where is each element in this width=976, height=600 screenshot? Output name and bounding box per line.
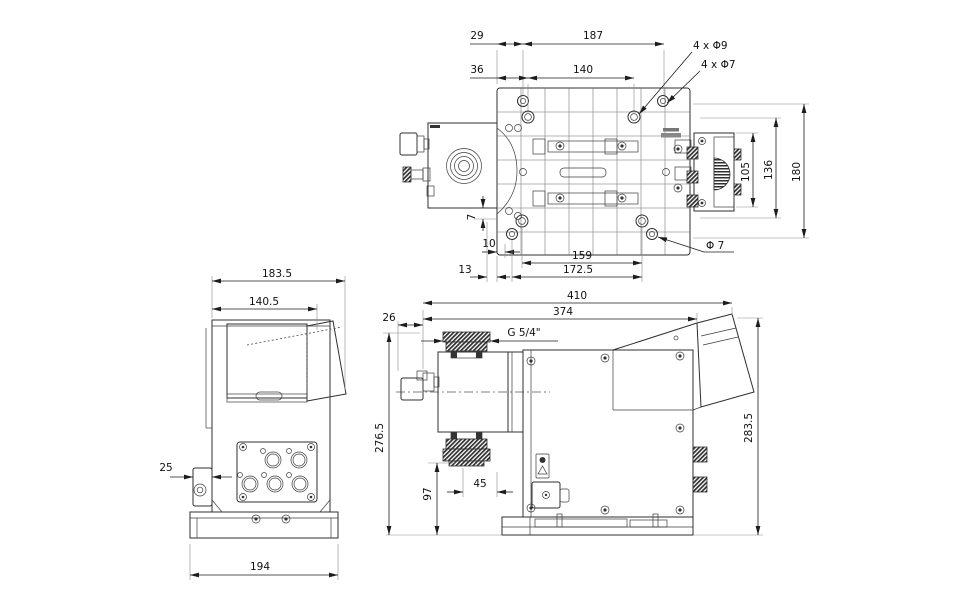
suction-fitting <box>445 438 488 450</box>
dim-label-29: 29 <box>470 30 483 42</box>
dim-194: 194 <box>189 544 339 580</box>
dim-140: 140 <box>528 64 635 111</box>
cable-gland-side <box>400 370 440 401</box>
dim-136: 136 <box>700 117 781 219</box>
callout-4xdia7: 4 x Φ7 <box>666 59 736 104</box>
dosing-head-side <box>437 331 524 467</box>
callout-label-4xdia7: 4 x Φ7 <box>701 59 736 71</box>
callout-label-dia7: Φ 7 <box>706 240 724 252</box>
logo-mark <box>661 128 681 138</box>
dim-159: 159 <box>521 228 643 282</box>
dim-label-36: 36 <box>470 64 484 76</box>
pump-body-side <box>522 349 708 518</box>
dim-7: 7 <box>466 196 497 231</box>
side-bracket <box>192 467 213 507</box>
dim-label-97: 97 <box>422 487 434 500</box>
dim-label-410: 410 <box>567 290 587 302</box>
dim-label-13: 13 <box>458 264 471 276</box>
connector-panel <box>236 441 318 524</box>
dim-172_5: 172.5 <box>511 240 642 282</box>
callout-dia7: Φ 7 <box>657 236 734 253</box>
dim-label-7: 7 <box>466 214 478 221</box>
dim-label-25: 25 <box>159 462 172 474</box>
rear-body <box>189 319 339 539</box>
dim-105: 105 <box>736 132 758 208</box>
dim-374: 374 <box>423 306 698 322</box>
dosing-head-top <box>399 122 498 209</box>
base-plate-side <box>501 513 694 536</box>
dim-183_5: 183.5 <box>211 268 346 390</box>
dim-label-276_5: 276.5 <box>374 423 386 453</box>
dim-label-136: 136 <box>763 160 775 180</box>
dim-140_5: 140.5 <box>212 296 318 330</box>
dim-13: 13 <box>458 222 510 282</box>
dim-26: 26 <box>382 312 423 371</box>
connector-tab <box>692 446 708 463</box>
dim-36: 36 <box>470 64 529 111</box>
dim-45: 45 <box>447 468 513 497</box>
side-view: 410 374 26 G 5/4" 276.5 97 <box>374 290 763 536</box>
warning-label <box>535 453 550 479</box>
callout-label-4xdia9: 4 x Φ9 <box>693 40 728 52</box>
display-unit-side <box>612 313 755 411</box>
mounting-holes <box>505 95 669 240</box>
dim-410: 410 <box>422 290 733 369</box>
display-housing-rear <box>226 320 347 403</box>
top-view: 29 187 36 140 4 x Φ9 4 x Φ7 <box>399 30 809 282</box>
dim-label-374: 374 <box>553 306 573 318</box>
dim-label-172_5: 172.5 <box>563 264 593 276</box>
warning-triangle-icon <box>537 465 548 475</box>
dim-label-10: 10 <box>482 238 495 250</box>
dim-187: 187 <box>523 30 665 95</box>
dim-label-283_5: 283.5 <box>743 413 755 443</box>
dim-25: 25 <box>159 462 232 480</box>
dim-label-thread: G 5/4" <box>507 327 540 339</box>
control-unit-top <box>674 132 742 212</box>
dim-29: 29 <box>470 30 524 95</box>
dim-276_5: 276.5 <box>374 332 502 536</box>
callout-4xdia9: 4 x Φ9 <box>638 40 728 115</box>
dim-180: 180 <box>693 103 809 239</box>
discharge-fitting <box>442 331 491 343</box>
baseplate <box>496 87 691 256</box>
dim-label-26: 26 <box>382 312 396 324</box>
dim-label-187: 187 <box>583 30 603 42</box>
dim-label-180: 180 <box>791 162 803 182</box>
dim-label-45: 45 <box>473 478 486 490</box>
dim-97: 97 <box>422 462 455 535</box>
connector-tab <box>692 476 708 493</box>
dim-label-140_5: 140.5 <box>249 296 279 308</box>
dim-283_5: 283.5 <box>693 317 763 536</box>
rear-view: 183.5 140.5 25 194 <box>159 268 347 580</box>
dim-label-105: 105 <box>740 162 752 182</box>
dim-label-159: 159 <box>572 250 592 262</box>
baseplate-screws <box>555 141 683 203</box>
dim-label-194: 194 <box>250 561 270 573</box>
dim-label-183_5: 183.5 <box>262 268 292 280</box>
dim-label-140: 140 <box>573 64 593 76</box>
dim-thread: G 5/4" <box>421 327 558 344</box>
dim-10: 10 <box>482 238 520 282</box>
